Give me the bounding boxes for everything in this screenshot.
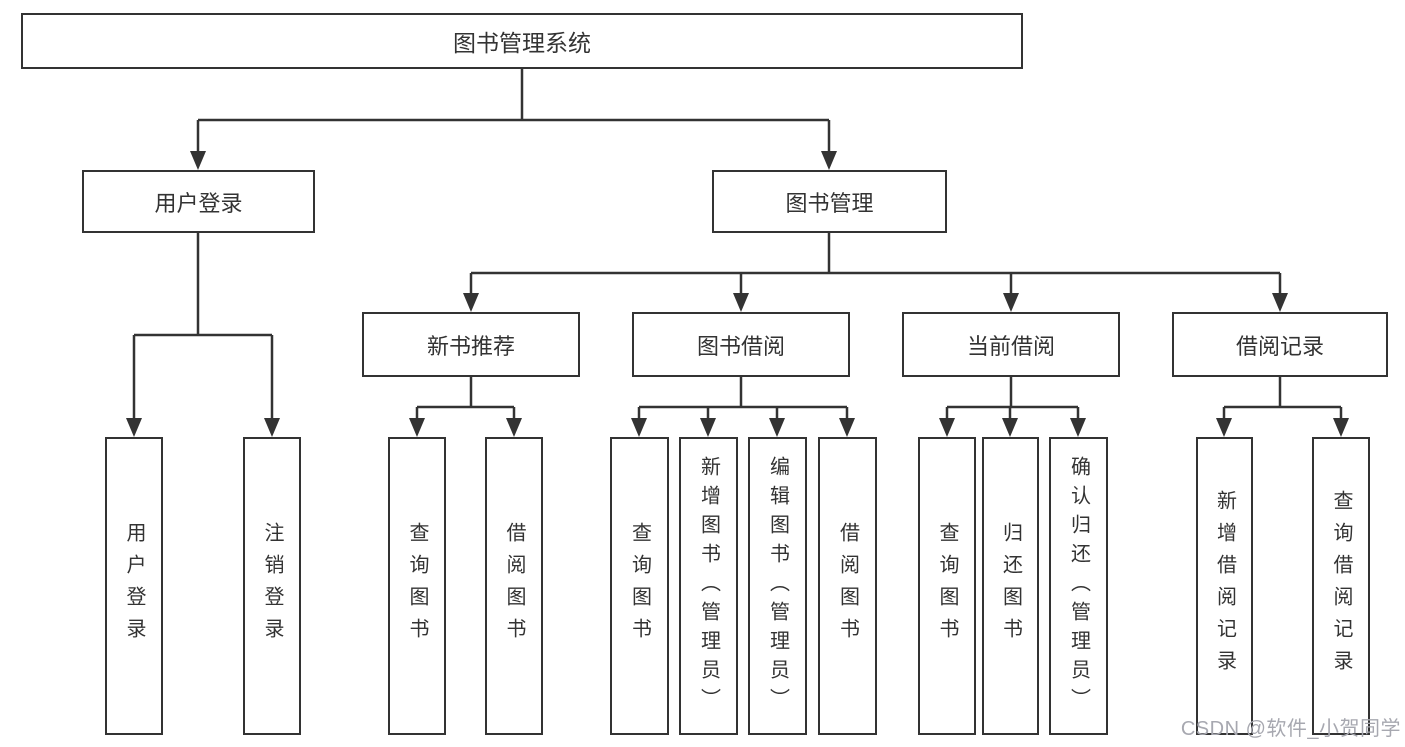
leaf-borrow-borrow-book-label: 借阅图书 xyxy=(836,522,859,650)
leaf-recommend-borrow-book-label: 借阅图书 xyxy=(503,522,525,650)
leaf-borrow-add-book: 新增图书（管理员） xyxy=(679,437,738,735)
leaf-borrow-edit-book: 编辑图书（管理员） xyxy=(748,437,807,735)
node-user-login: 用户登录 xyxy=(82,170,315,233)
leaf-records-add-record-label: 新增借阅记录 xyxy=(1213,490,1236,682)
leaf-records-add-record: 新增借阅记录 xyxy=(1196,437,1253,735)
node-borrow-records-label: 借阅记录 xyxy=(1235,333,1324,359)
leaf-recommend-borrow-book: 借阅图书 xyxy=(485,437,543,735)
leaf-current-return-book: 归还图书 xyxy=(982,437,1039,735)
leaf-borrow-query-book-label: 查询图书 xyxy=(628,522,651,650)
node-current-borrow: 当前借阅 xyxy=(902,312,1120,377)
leaf-user-login: 用户登录 xyxy=(105,437,163,735)
leaf-current-query-book: 查询图书 xyxy=(918,437,976,735)
node-book-borrow-label: 图书借阅 xyxy=(696,333,785,359)
leaf-user-login-label: 用户登录 xyxy=(123,522,145,650)
leaf-borrow-borrow-book: 借阅图书 xyxy=(818,437,877,735)
leaf-recommend-query-book: 查询图书 xyxy=(388,437,446,735)
node-borrow-records: 借阅记录 xyxy=(1172,312,1388,377)
node-new-book-recommend-label: 新书推荐 xyxy=(426,333,515,359)
leaf-records-query-record: 查询借阅记录 xyxy=(1312,437,1370,735)
leaf-current-query-book-label: 查询图书 xyxy=(936,522,958,650)
node-book-management-label: 图书管理 xyxy=(785,190,874,216)
leaf-logout: 注销登录 xyxy=(243,437,301,735)
node-current-borrow-label: 当前借阅 xyxy=(966,333,1055,359)
leaf-recommend-query-book-label: 查询图书 xyxy=(406,522,428,650)
leaf-logout-label: 注销登录 xyxy=(261,522,283,650)
node-new-book-recommend: 新书推荐 xyxy=(362,312,580,377)
leaf-current-return-book-label: 归还图书 xyxy=(999,522,1022,650)
leaf-records-query-record-label: 查询借阅记录 xyxy=(1330,490,1352,682)
leaf-borrow-query-book: 查询图书 xyxy=(610,437,669,735)
node-book-borrow: 图书借阅 xyxy=(632,312,850,377)
leaf-current-confirm-return: 确认归还（管理员） xyxy=(1049,437,1108,735)
node-user-login-label: 用户登录 xyxy=(154,190,243,216)
leaf-borrow-edit-book-label: 编辑图书（管理员） xyxy=(766,455,789,717)
leaf-borrow-add-book-label: 新增图书（管理员） xyxy=(697,455,720,717)
leaf-current-confirm-return-label: 确认归还（管理员） xyxy=(1067,455,1090,717)
node-book-management: 图书管理 xyxy=(712,170,947,233)
csdn-watermark: CSDN @软件_小贺同学 xyxy=(1180,718,1401,740)
arrowheads xyxy=(126,151,1349,437)
node-root-label: 图书管理系统 xyxy=(453,30,591,56)
node-root-system: 图书管理系统 xyxy=(21,13,1023,69)
